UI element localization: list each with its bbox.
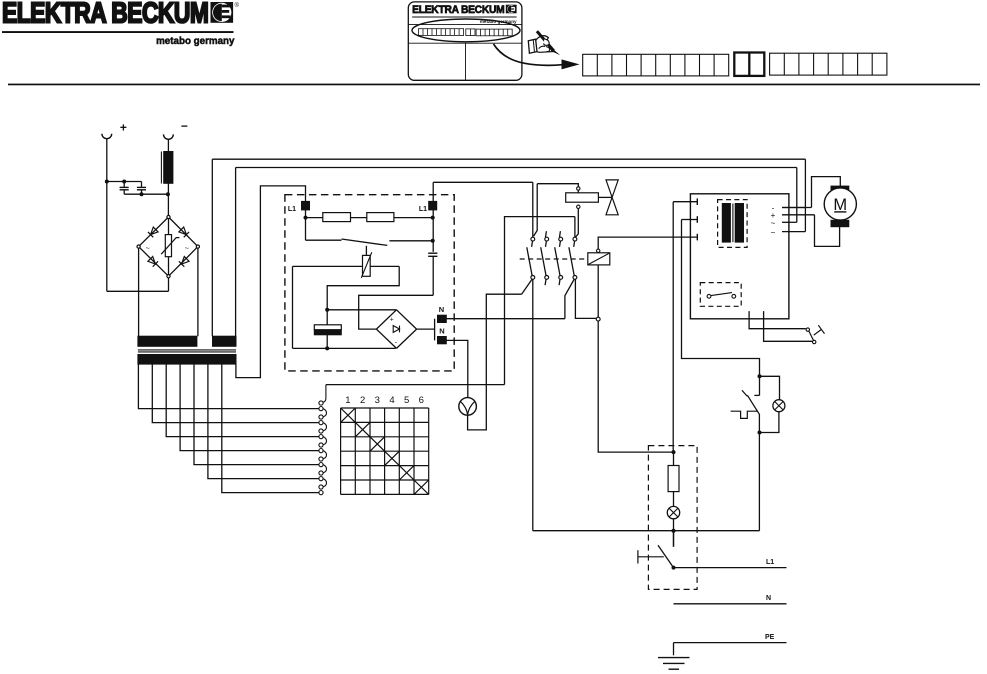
svg-text:L1: L1: [766, 559, 774, 566]
svg-text:-: -: [395, 340, 398, 347]
svg-text:+: +: [771, 211, 776, 220]
svg-text:N: N: [766, 595, 771, 602]
svg-text:®: ®: [235, 2, 240, 9]
svg-text:~: ~: [185, 244, 190, 253]
svg-text:ELEKTRA BECKUM: ELEKTRA BECKUM: [2, 0, 208, 29]
svg-text:~: ~: [771, 219, 776, 228]
svg-text:3: 3: [375, 395, 380, 406]
svg-text:1: 1: [345, 395, 350, 406]
svg-text:2: 2: [360, 395, 365, 406]
svg-text:M: M: [833, 196, 847, 214]
svg-text:+: +: [120, 121, 127, 135]
svg-text:-: -: [772, 203, 775, 212]
svg-text:PE: PE: [765, 634, 775, 641]
svg-text:5: 5: [404, 395, 409, 406]
svg-text:~: ~: [771, 228, 776, 237]
svg-text:metabo germany: metabo germany: [156, 36, 235, 47]
svg-text:N: N: [439, 305, 444, 314]
svg-text:L1: L1: [288, 206, 296, 213]
svg-text:6: 6: [419, 395, 424, 406]
svg-text:−: −: [181, 119, 188, 133]
svg-text:+: +: [390, 317, 394, 324]
svg-text:~: ~: [146, 244, 151, 253]
svg-text:L1: L1: [419, 206, 427, 213]
svg-text:ELEKTRA BECKUM: ELEKTRA BECKUM: [412, 4, 505, 17]
svg-text:4: 4: [389, 395, 394, 406]
svg-text:N: N: [439, 327, 444, 336]
